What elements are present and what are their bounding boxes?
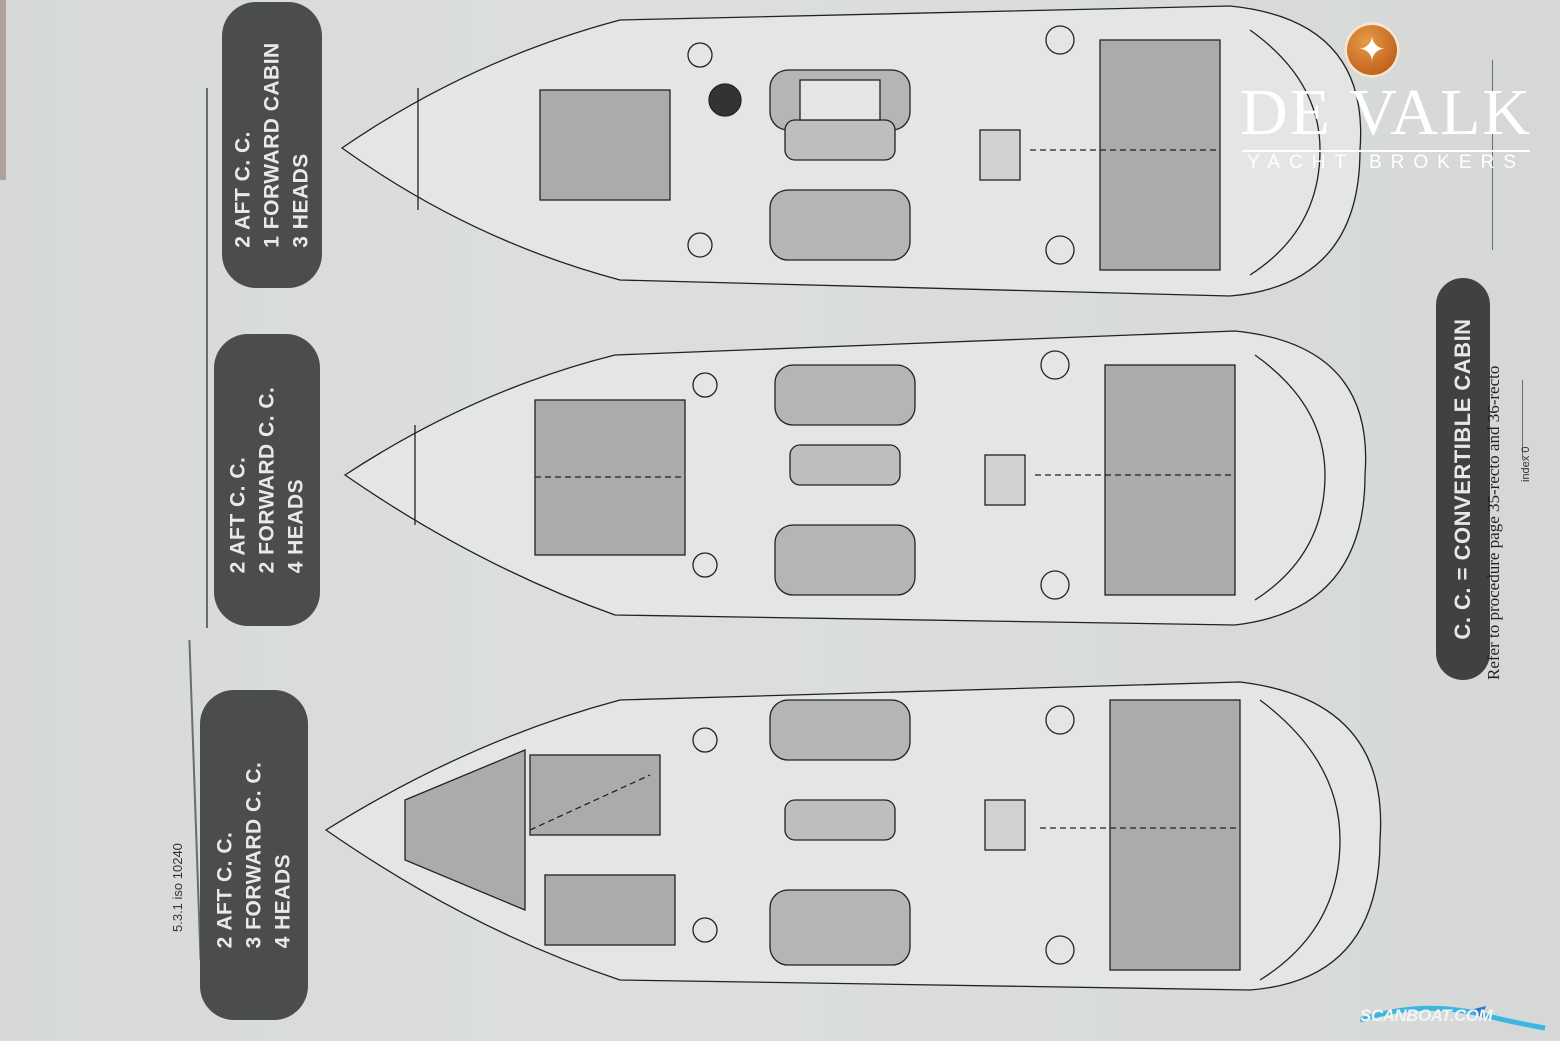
layout-1-line-3: 3 HEADS — [289, 153, 313, 248]
de-valk-logo: ✦ DE VALK YACHT BROKERS — [1236, 22, 1536, 173]
right-rule — [1492, 60, 1493, 250]
layout-3-line-1: 2 AFT C. C. — [213, 831, 237, 949]
layout-label-2: 2 AFT C. C. 2 FORWARD C. C. 4 HEADS — [214, 334, 320, 626]
hull-plan-3 — [324, 681, 1382, 991]
layout-3-line-2: 3 FORWARD C. C. — [242, 761, 266, 949]
wave-icon — [1359, 1005, 1546, 1031]
legend-definition: C. C. = CONVERTIBLE CABIN — [1450, 318, 1475, 640]
margin-rule-top — [206, 88, 208, 628]
hull-plan-1 — [340, 5, 1362, 297]
brand-divider — [1242, 150, 1530, 152]
layout-label-3: 2 AFT C. C. 3 FORWARD C. C. 4 HEADS — [200, 690, 308, 1020]
layout-3-line-3: 4 HEADS — [271, 853, 295, 949]
page-edge-shadow — [0, 0, 6, 180]
legend-definition-pill: C. C. = CONVERTIBLE CABIN — [1436, 278, 1490, 680]
logo-disc: ✦ — [1344, 22, 1400, 78]
falcon-icon: ✦ — [1357, 31, 1387, 69]
index-label: index 0 — [1520, 446, 1532, 482]
brand-name: DE VALK — [1239, 76, 1533, 149]
layout-2-line-1: 2 AFT C. C. — [226, 456, 250, 574]
layout-1-line-2: 1 FORWARD CABIN — [260, 42, 284, 248]
watermark-text: SCANBOAT.COM — [1360, 1006, 1493, 1025]
layout-label-1: 2 AFT C. C. 1 FORWARD CABIN 3 HEADS — [222, 2, 322, 288]
layout-2-line-3: 4 HEADS — [284, 478, 308, 574]
hull-plan-2 — [343, 330, 1367, 626]
legend-note: Refer to procedure page 35-recto and 36-… — [1484, 365, 1503, 680]
layout-2-line-2: 2 FORWARD C. C. — [255, 386, 279, 574]
brand-tagline: YACHT BROKERS — [1247, 152, 1525, 173]
reference-code: 5.3.1 iso 10240 — [170, 843, 185, 932]
scanboat-watermark: SCANBOAT.COM — [1359, 1000, 1550, 1036]
index-rule — [1522, 380, 1523, 460]
layout-1-line-1: 2 AFT C. C. — [231, 130, 255, 248]
